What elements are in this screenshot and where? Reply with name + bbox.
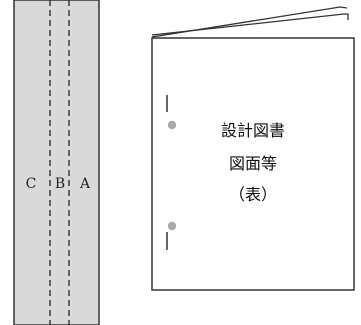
binding-strip: C B A [13,0,100,325]
zone-label-b: B [55,176,65,192]
booklet-back-page-edge [151,13,349,36]
cover-title-line-3: （表） [229,185,277,204]
cover-title-line-1: 設計図書 [221,121,285,140]
booklet-cover [151,37,355,291]
booklet: 設計図書 図面等 （表） [151,6,355,291]
booklet-back-page-top [151,6,348,38]
punch-hole-top [167,120,177,130]
zone-label-a: A [79,176,91,192]
binding-strip-background [13,0,100,325]
punch-hole-bottom [167,221,177,231]
zone-label-c: C [26,176,37,192]
cover-title-line-2: 図面等 [229,154,277,173]
